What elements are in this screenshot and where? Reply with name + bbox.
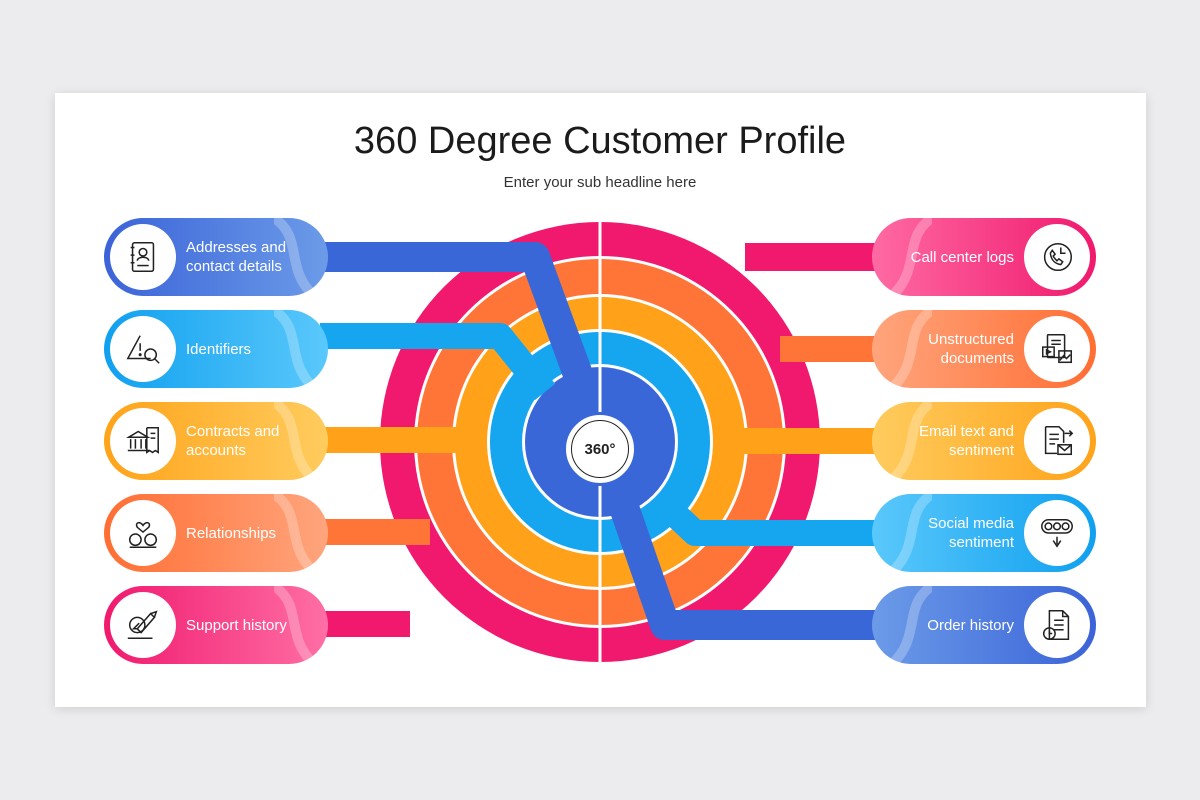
right-pill-orders: Order history [872, 586, 1096, 664]
email-document-icon [1024, 408, 1090, 474]
connector-blue-right [601, 483, 880, 640]
connector-lightblue-left [320, 323, 556, 401]
left-item-label: Relationships [186, 524, 277, 542]
couple-heart-icon [110, 500, 176, 566]
connector-yellow-right [740, 428, 880, 454]
left-item-label: Support history [186, 616, 287, 634]
right-pill-documents: Unstructured documents [872, 310, 1096, 388]
left-pill-support: Support history [104, 586, 328, 664]
connector-pink-right [745, 243, 880, 271]
connector-pink-left [320, 611, 410, 637]
left-pill-contracts: Contracts and accounts [104, 402, 328, 480]
right-pill-email: Email text and sentiment [872, 402, 1096, 480]
right-item-label: Social media sentiment [928, 515, 1014, 551]
documents-media-icon [1024, 316, 1090, 382]
connector-blue-left [320, 242, 604, 407]
left-item-label: Identifiers [186, 340, 252, 358]
right-item-label: Order history [927, 616, 1014, 634]
page-title: 360 Degree Customer Profile [353, 120, 847, 162]
warning-search-icon [110, 316, 176, 382]
connector-orange-right [780, 336, 880, 362]
phone-clock-icon [1024, 224, 1090, 290]
right-pill-social: Social media sentiment [872, 494, 1096, 572]
connector-orange-left [320, 519, 430, 545]
left-item-label: Contracts and accounts [186, 423, 280, 459]
left-pill-addresses: Addresses and contact details [104, 218, 328, 296]
left-pill-relationships: Relationships [104, 494, 328, 572]
bank-receipt-icon [110, 408, 176, 474]
emoji-feedback-icon [1024, 500, 1090, 566]
left-pill-identifiers: Identifiers [104, 310, 328, 388]
right-item-label: Call center logs [910, 248, 1014, 266]
right-item-label: Unstructured documents [928, 331, 1014, 367]
order-document-icon [1024, 592, 1090, 658]
center-360-badge: 360° [563, 412, 637, 486]
left-item-label: Addresses and contact details [186, 239, 287, 275]
connector-yellow-left [320, 427, 460, 453]
right-item-label: Email text and sentiment [918, 423, 1014, 459]
connector-lightblue-right [651, 490, 880, 546]
globe-360-icon [571, 420, 629, 478]
rocket-hand-icon [110, 592, 176, 658]
page-subtitle: Enter your sub headline here [503, 174, 697, 191]
center-label: 360° [584, 440, 616, 458]
right-pill-call-center: Call center logs [872, 218, 1096, 296]
address-book-icon [110, 224, 176, 290]
